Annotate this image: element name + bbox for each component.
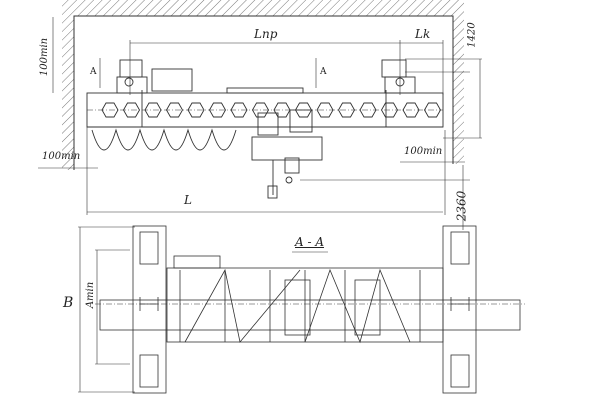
lightening-hole <box>251 102 270 118</box>
lightening-hole <box>144 102 162 118</box>
height-top-label: 1420 <box>466 22 478 48</box>
lightening-hole <box>122 102 141 118</box>
section-mark-right: A <box>320 67 327 77</box>
lightening-hole <box>402 102 420 118</box>
top-clearance-label: 100min <box>39 37 51 77</box>
building-walls <box>62 0 464 170</box>
lightening-hole <box>187 102 205 118</box>
lightening-hole <box>165 102 184 118</box>
section-a-a-plan <box>95 225 525 394</box>
section-mark-left: A <box>90 67 97 77</box>
lightening-hole <box>101 102 119 118</box>
a-min-label: Amin <box>85 281 97 309</box>
section-title: A - A <box>295 235 325 249</box>
crane-girder <box>86 59 444 151</box>
width-b-label: B <box>63 295 74 311</box>
rail-span-label: Lпр <box>254 27 278 41</box>
hoist-trolley <box>251 109 323 199</box>
lightening-hole <box>359 102 377 118</box>
height-bottom-label: 2360 <box>454 190 469 222</box>
end-length-label: Lk <box>415 27 431 41</box>
lightening-hole <box>230 102 248 118</box>
span-label: L <box>184 193 192 207</box>
lightening-hole <box>380 102 399 118</box>
right-clearance-label: 100min <box>404 146 443 157</box>
lightening-hole <box>423 102 442 118</box>
dimension-lines <box>38 17 482 393</box>
lightening-hole <box>316 102 334 118</box>
lightening-hole <box>337 102 356 118</box>
lightening-hole <box>208 102 227 118</box>
left-clearance-label: 100min <box>42 151 81 162</box>
